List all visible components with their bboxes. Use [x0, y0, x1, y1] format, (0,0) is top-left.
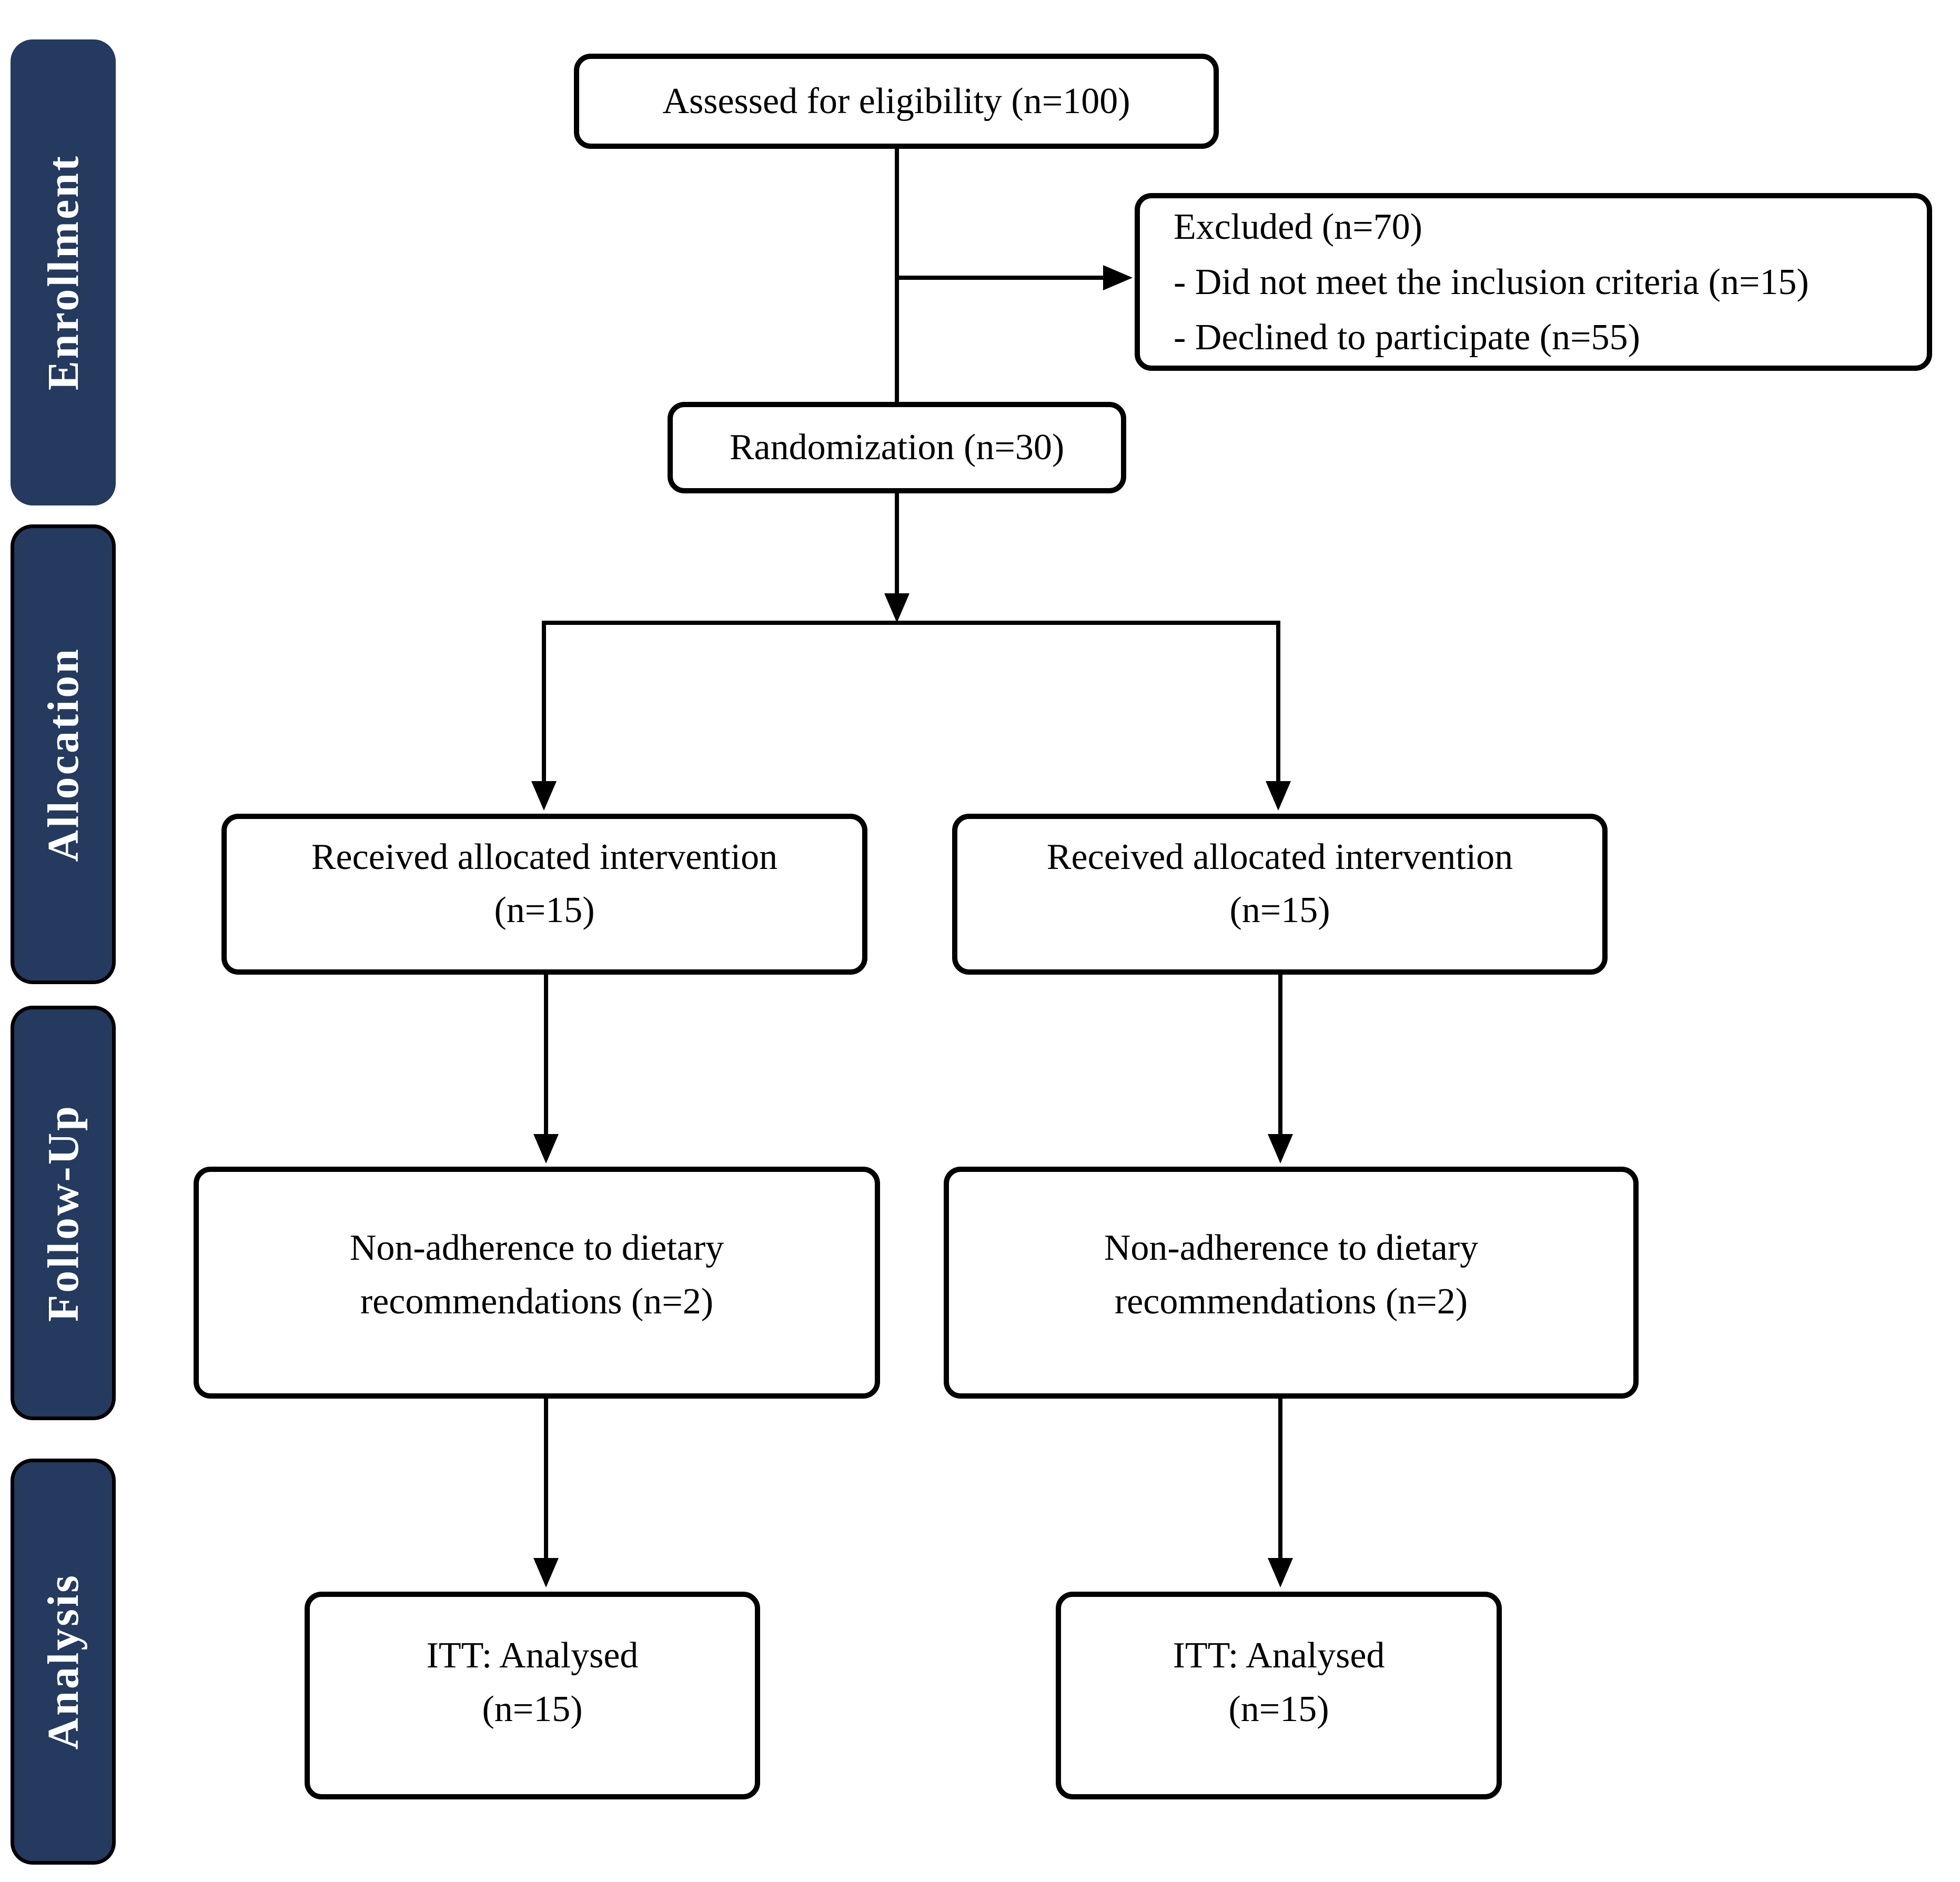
box-randomization-text: Randomization (n=30) — [729, 427, 1065, 468]
box-followup-left-line2: recommendations (n=2) — [360, 1281, 714, 1322]
stage-analysis-label: Analysis — [38, 1573, 88, 1750]
box-intervention-left: Received allocated intervention (n=15) — [221, 814, 867, 975]
box-itt-left-line2: (n=15) — [482, 1688, 583, 1729]
stage-enrollment: Enrollment — [11, 39, 116, 505]
connector-followup-right-down — [1278, 1399, 1282, 1559]
arrowhead-right-excluded-icon — [1103, 265, 1133, 290]
arrowhead-down-branch-icon — [884, 593, 910, 623]
stage-allocation-label: Allocation — [38, 646, 88, 862]
connector-followup-left-down — [544, 1399, 548, 1559]
connector-intervention-right-down — [1278, 975, 1282, 1134]
box-excluded-item-1: - Did not meet the inclusion criteria (n… — [1174, 261, 1809, 302]
stage-follow-up-label: Follow-Up — [38, 1104, 88, 1322]
box-intervention-right-line2: (n=15) — [1229, 890, 1330, 930]
box-itt-right-line2: (n=15) — [1228, 1688, 1329, 1729]
box-itt-right-line1: ITT: Analysed — [1173, 1635, 1385, 1676]
arrowhead-down-intervention-right-icon — [1266, 781, 1291, 811]
box-intervention-right: Received allocated intervention (n=15) — [952, 814, 1608, 975]
box-randomization: Randomization (n=30) — [668, 402, 1126, 493]
box-itt-right: ITT: Analysed (n=15) — [1056, 1592, 1502, 1799]
box-followup-right-line1: Non-adherence to dietary — [1104, 1228, 1479, 1268]
connector-to-excluded — [896, 276, 1105, 280]
stage-enrollment-label: Enrollment — [38, 154, 88, 391]
stage-analysis: Analysis — [11, 1459, 116, 1865]
arrowhead-down-itt-right-icon — [1268, 1558, 1293, 1587]
box-itt-left: ITT: Analysed (n=15) — [305, 1592, 760, 1799]
box-excluded-title: Excluded (n=70) — [1174, 206, 1422, 247]
arrowhead-down-followup-right-icon — [1268, 1134, 1293, 1163]
box-followup-left-line1: Non-adherence to dietary — [349, 1228, 724, 1268]
connector-branch-bar — [542, 621, 1280, 625]
arrowhead-down-intervention-left-icon — [531, 781, 557, 811]
box-intervention-left-line1: Received allocated intervention — [311, 836, 778, 877]
box-intervention-right-line1: Received allocated intervention — [1046, 836, 1513, 877]
box-followup-right: Non-adherence to dietary recommendations… — [944, 1167, 1639, 1399]
connector-assessed-to-randomization — [895, 148, 899, 402]
connector-branch-left-down — [542, 623, 546, 782]
box-followup-right-line2: recommendations (n=2) — [1114, 1281, 1468, 1322]
box-intervention-left-line2: (n=15) — [494, 890, 595, 930]
box-assessed-eligibility-text: Assessed for eligibility (n=100) — [662, 80, 1130, 122]
arrowhead-down-itt-left-icon — [533, 1558, 559, 1587]
connector-branch-right-down — [1276, 623, 1280, 782]
box-excluded: Excluded (n=70) - Did not meet the inclu… — [1135, 193, 1932, 371]
stage-allocation: Allocation — [11, 524, 116, 984]
connector-intervention-left-down — [544, 975, 548, 1134]
box-itt-left-line1: ITT: Analysed — [426, 1635, 639, 1676]
connector-randomization-down — [895, 492, 899, 596]
box-excluded-item-2: - Declined to participate (n=55) — [1174, 317, 1640, 358]
box-assessed-eligibility: Assessed for eligibility (n=100) — [574, 54, 1219, 149]
box-followup-left: Non-adherence to dietary recommendations… — [194, 1167, 880, 1399]
stage-follow-up: Follow-Up — [11, 1006, 116, 1420]
arrowhead-down-followup-left-icon — [533, 1134, 559, 1163]
